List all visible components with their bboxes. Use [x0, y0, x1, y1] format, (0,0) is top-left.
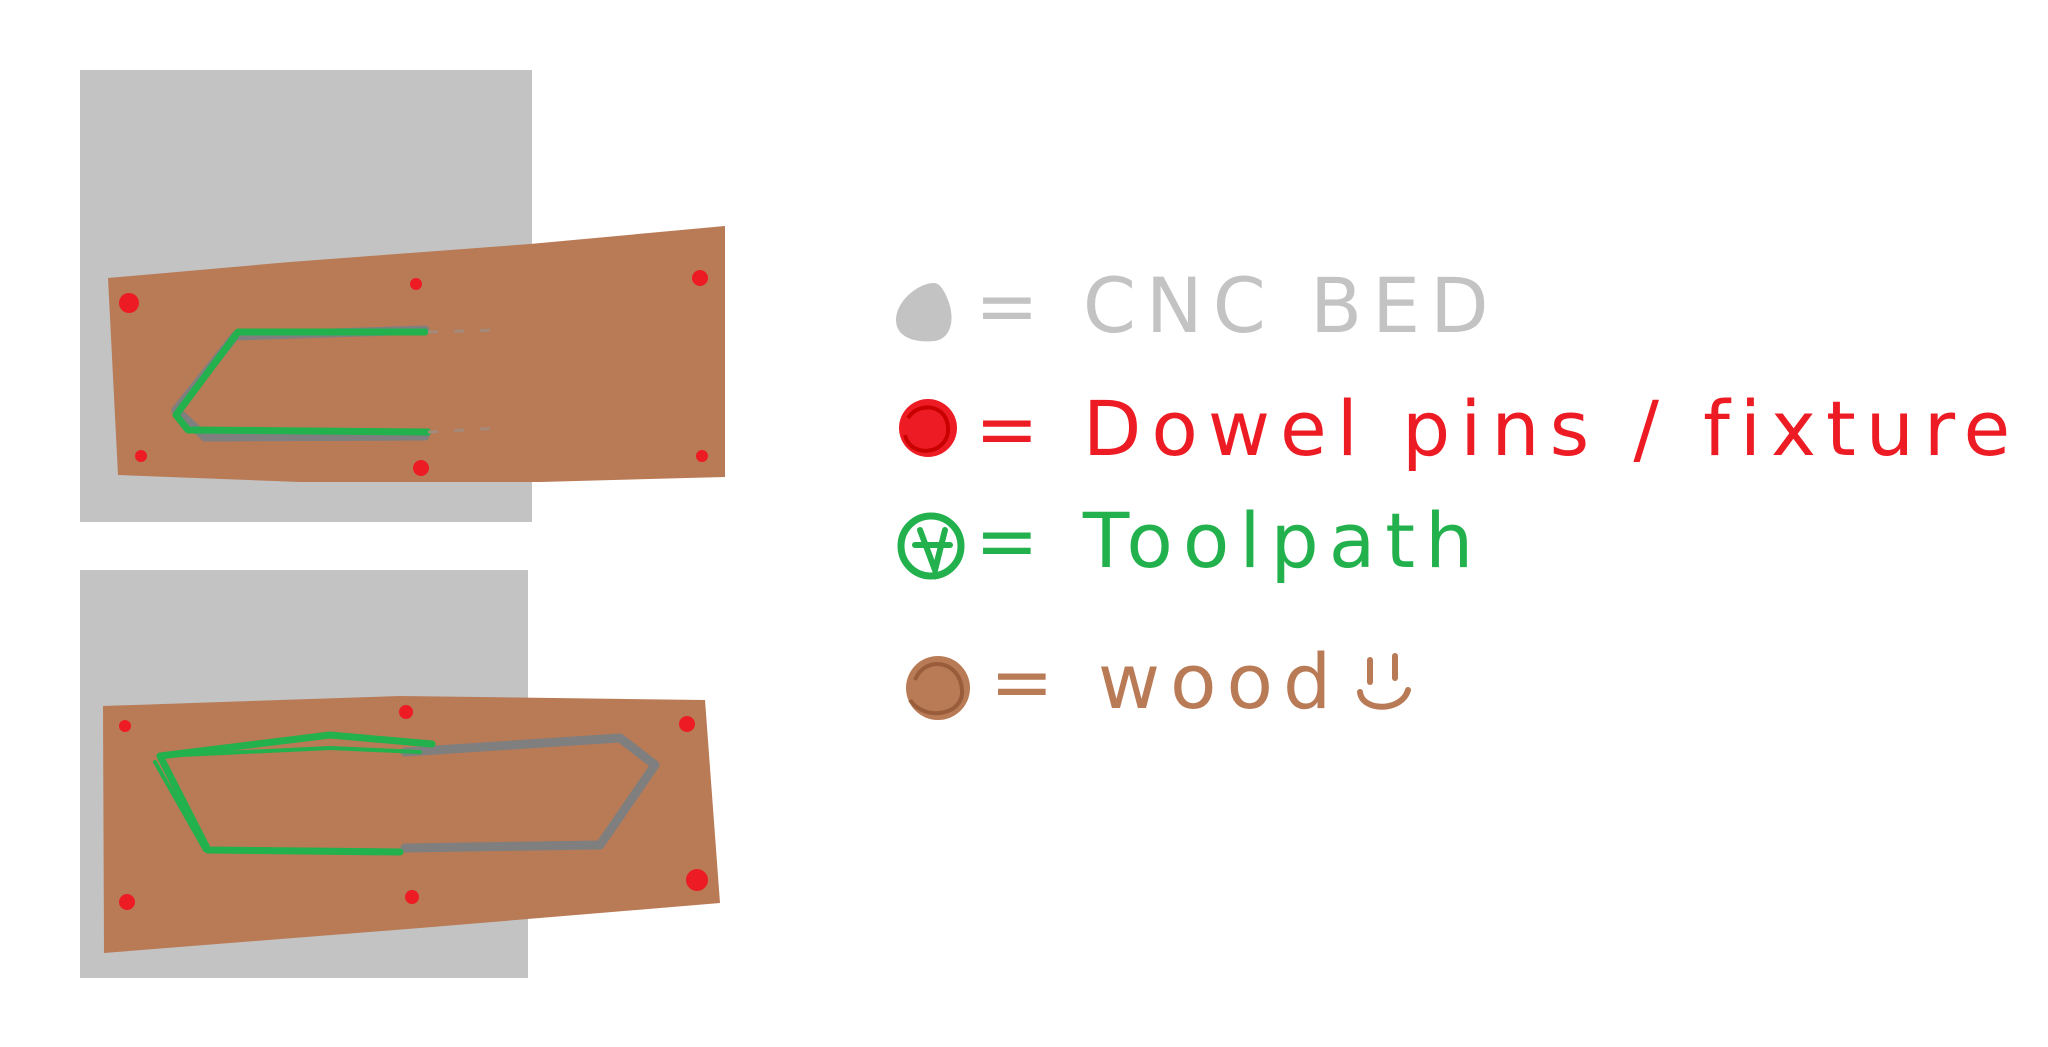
legend-swatch-toolpath-scribble	[912, 527, 953, 581]
legend-swatch-bed	[896, 282, 952, 342]
dowel-pin	[410, 278, 422, 290]
toolpath-segment-1	[172, 328, 432, 436]
legend-label-toolpath: = Toolpath	[975, 496, 1483, 585]
dowel-pin	[696, 450, 708, 462]
dowel-pin	[679, 716, 695, 732]
legend-swatch-toolpath	[897, 512, 965, 580]
dowel-pin	[399, 705, 413, 719]
wood-board-2	[103, 696, 720, 953]
toolpath-fade-1	[427, 328, 501, 434]
setup-1	[80, 70, 725, 522]
dowel-pin	[119, 894, 135, 910]
legend-label-bed: = CNC BED	[975, 261, 1499, 350]
legend-label-pins: = Dowel pins / fixture	[975, 384, 2020, 473]
legend-swatch-pins-scribble	[903, 405, 951, 453]
legend-label-wood: = wood	[990, 637, 1341, 726]
toolpath-sketch-2	[153, 745, 422, 852]
dowel-pin	[692, 270, 708, 286]
toolpath-cut-2	[400, 733, 660, 853]
legend-swatch-wood-scribble	[908, 662, 964, 716]
dowel-pin	[119, 720, 131, 732]
dowel-pin	[413, 460, 429, 476]
wood-board-1	[108, 226, 725, 482]
dowel-pin	[405, 890, 419, 904]
dowel-pin	[119, 293, 139, 313]
dowel-pin	[135, 450, 147, 462]
setup-2	[80, 570, 720, 978]
dowel-pin	[686, 869, 708, 891]
legend: = CNC BED = Dowel pins / fixture = Toolp…	[896, 261, 2020, 726]
smiley-face-icon	[1357, 653, 1411, 710]
